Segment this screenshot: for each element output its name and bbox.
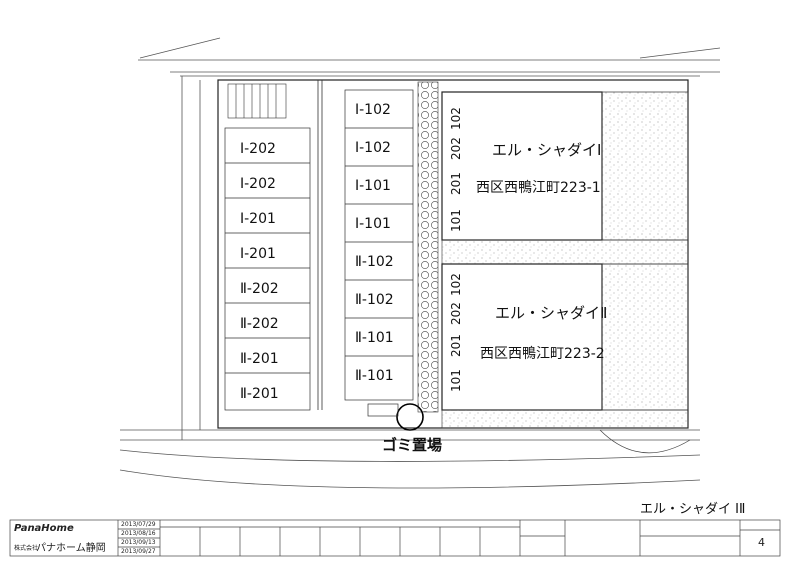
building-2-outline [441,263,603,411]
building-1-name: エル・シャダイⅠ [492,141,601,159]
building-1-yard [601,91,689,241]
unit-number: 202 [449,137,463,160]
parking-right-grid [344,89,414,401]
parking-label: Ⅰ-202 [240,141,276,157]
handwritten-title: エル・シャダイ ⅠⅡ [640,502,745,517]
sheet-number: 4 [758,536,765,549]
parking-label: Ⅰ-202 [240,176,276,192]
building-2-yard [601,263,689,411]
garbage-circle [396,403,424,431]
parking-label: Ⅱ-202 [240,316,279,332]
unit-number: 101 [449,209,463,232]
parking-label: Ⅱ-201 [240,386,279,402]
stair-structure [227,83,287,119]
building-1-unit-numbers: 101 201 202 102 [449,107,463,232]
cobble-walkway [417,81,439,413]
brand-prefix: 株式会社 [14,545,39,552]
unit-number: 201 [449,172,463,195]
parking-label: Ⅱ-102 [355,254,394,270]
parking-label: Ⅰ-102 [355,140,391,156]
unit-number: 102 [449,273,463,296]
parking-right-labels: Ⅰ-102 Ⅰ-102 Ⅰ-101 Ⅰ-101 Ⅱ-102 Ⅱ-102 Ⅱ-10… [355,102,394,384]
parking-label: Ⅰ-201 [240,211,276,227]
unit-number: 102 [449,107,463,130]
parking-label: Ⅰ-101 [355,216,391,232]
revision-date: 2013/09/27 [121,548,156,555]
parking-label: Ⅰ-102 [355,102,391,118]
building-1-outline [441,91,603,241]
unit-number: 101 [449,369,463,392]
revision-date: 2013/09/13 [121,539,156,546]
parking-label: Ⅱ-201 [240,351,279,367]
revision-date: 2013/07/29 [121,521,156,528]
strip-between-buildings [441,239,689,265]
parking-left-labels: Ⅰ-202 Ⅰ-202 Ⅰ-201 Ⅰ-201 Ⅱ-202 Ⅱ-202 Ⅱ-20… [240,141,279,402]
parking-label: Ⅱ-101 [355,330,394,346]
building-2-address: 西区西鴨江町223-2 [480,346,605,362]
parking-label: Ⅱ-101 [355,368,394,384]
parking-left-grid [224,127,311,411]
parking-label: Ⅱ-202 [240,281,279,297]
unit-number: 201 [449,334,463,357]
revision-date: 2013/08/16 [121,530,156,537]
parking-label: Ⅰ-201 [240,246,276,262]
unit-number: 202 [449,302,463,325]
garbage-label: ゴミ置場 [382,436,442,454]
brand-logo-text: PanaHome [14,523,74,534]
title-block [9,519,781,557]
building-2-name: エル・シャダイⅡ [495,304,607,322]
parking-label: Ⅰ-101 [355,178,391,194]
building-1-address: 西区西鴨江町223-1 [476,180,601,196]
brand-name: パナホーム静岡 [36,543,106,554]
building-2-unit-numbers: 101 201 202 102 [449,273,463,392]
parking-label: Ⅱ-102 [355,292,394,308]
south-strip [441,409,689,429]
